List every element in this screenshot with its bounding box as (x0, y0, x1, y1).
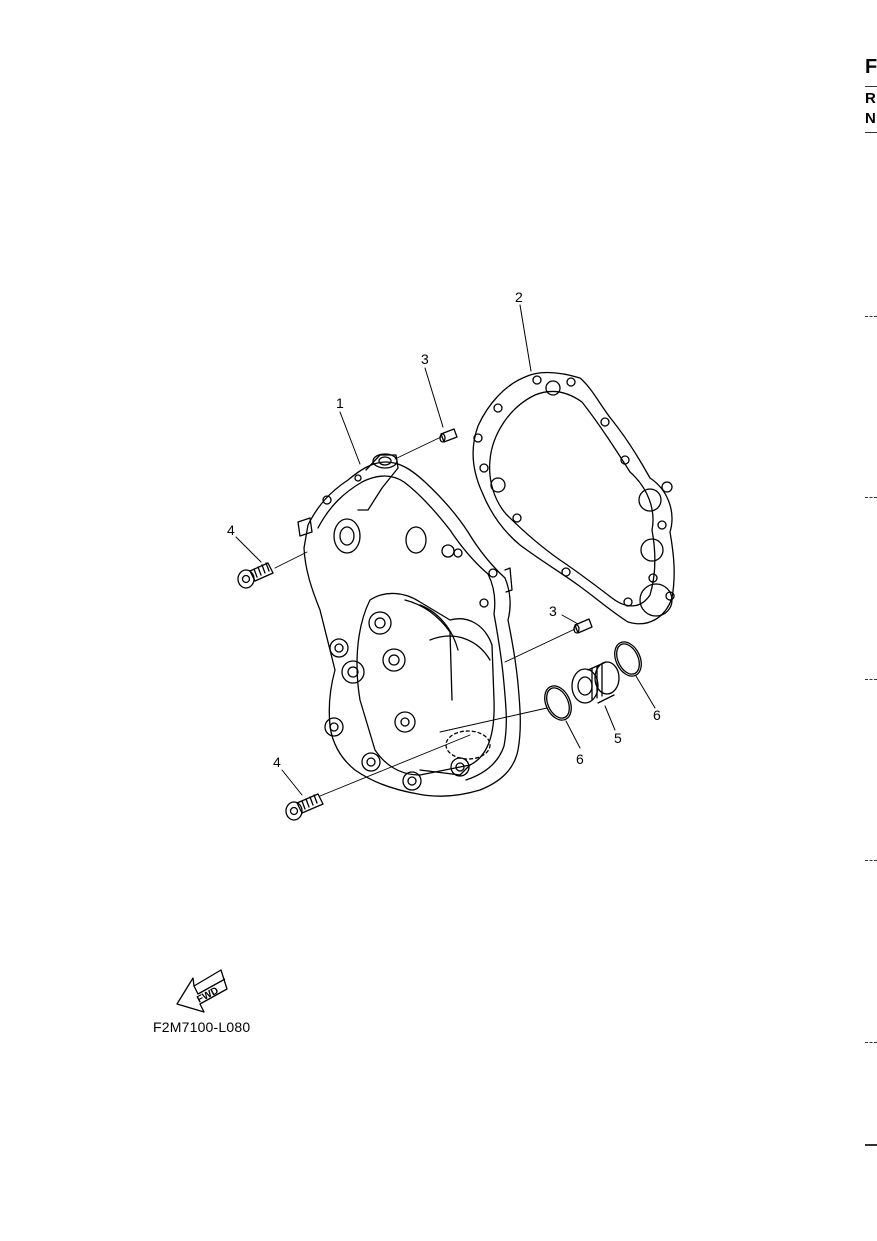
callout-4-upper: 4 (227, 522, 235, 538)
leader-lines (235, 304, 656, 796)
callout-labels: 1 2 3 3 4 4 5 6 6 (227, 289, 661, 770)
edge-rule (865, 1144, 877, 1146)
callout-5: 5 (614, 730, 622, 746)
bushing-part-5 (571, 661, 620, 704)
dowel-pin-lower (573, 618, 593, 634)
callout-3-lower: 3 (549, 603, 557, 619)
edge-tick (865, 316, 877, 317)
callout-4-lower: 4 (273, 754, 281, 770)
o-ring-lower (544, 685, 572, 721)
figure-code: F2M7100-L080 (153, 1019, 251, 1035)
edge-letter-f: F (865, 56, 877, 78)
callout-6-lower: 6 (576, 751, 584, 767)
screw-upper (237, 562, 274, 589)
dowel-pin-upper (439, 428, 458, 443)
edge-tick (865, 860, 877, 861)
callout-1: 1 (336, 395, 344, 411)
edge-rule (865, 86, 877, 87)
callout-2: 2 (515, 289, 523, 305)
gasket-part-2 (472, 371, 675, 625)
o-ring-upper (614, 641, 642, 677)
cover-assembly-part-1 (297, 453, 521, 797)
screw-lower (285, 793, 324, 821)
fwd-arrow-icon: FWD (176, 969, 228, 1013)
bolt-heads (324, 611, 470, 791)
callout-3-upper: 3 (421, 351, 429, 367)
edge-rule (865, 132, 877, 133)
assembly-lines (274, 436, 576, 797)
edge-letter-r: R (865, 90, 876, 107)
edge-tick (865, 497, 877, 498)
edge-tick (865, 679, 877, 680)
edge-tick (865, 1042, 877, 1043)
edge-letter-n: N (865, 110, 876, 127)
callout-6-upper: 6 (653, 707, 661, 723)
